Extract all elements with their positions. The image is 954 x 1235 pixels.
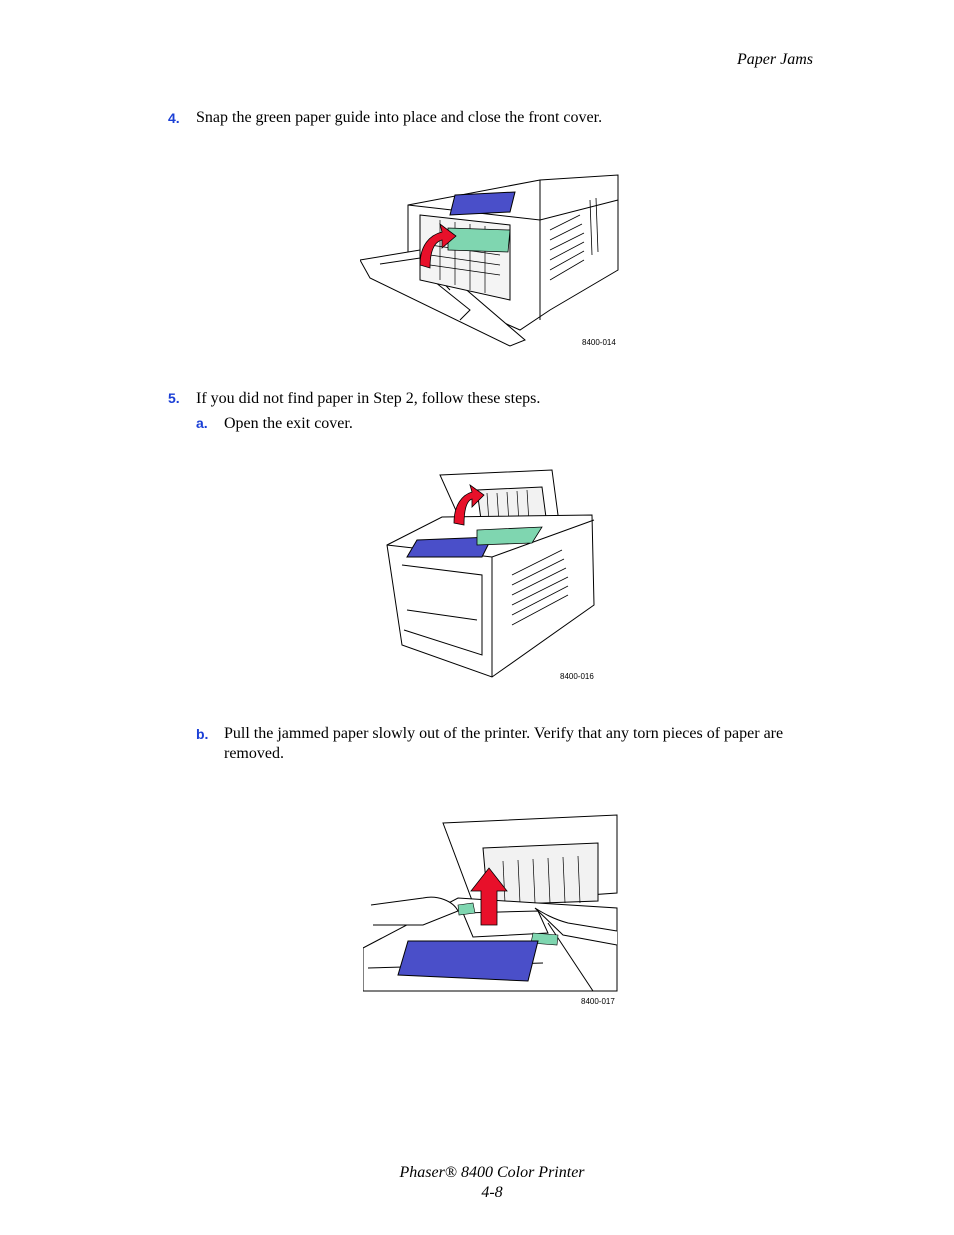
printer-exit-cover-illustration: [386, 469, 595, 678]
page-footer: Phaser® 8400 Color Printer 4-8: [0, 1163, 954, 1203]
step-text: If you did not find paper in Step 2, fol…: [196, 390, 541, 407]
figure-code: 8400-017: [581, 997, 615, 1006]
printer-pull-paper-illustration: [363, 814, 618, 992]
figure-close-front-cover: 8400-014: [360, 160, 622, 348]
running-header: Paper Jams: [737, 51, 813, 68]
printer-front-cover-illustration: [360, 174, 619, 347]
substep-letter: a.: [196, 415, 208, 431]
red-up-arrow-icon: [470, 867, 508, 926]
red-arrow-icon: [419, 223, 457, 269]
product-name: Phaser® 8400 Color Printer: [399, 1164, 585, 1181]
substep-text: Pull the jammed paper slowly out of the …: [224, 725, 784, 762]
red-arrow-icon: [453, 484, 485, 526]
figure-code: 8400-016: [560, 672, 594, 681]
figure-code: 8400-014: [582, 338, 616, 347]
step-text: Snap the green paper guide into place an…: [196, 109, 603, 126]
figure-open-exit-cover: 8400-016: [382, 465, 600, 683]
page-number: 4-8: [481, 1184, 503, 1201]
step-number: 4.: [168, 110, 180, 126]
figure-pull-jammed-paper: 8400-017: [363, 813, 619, 1006]
substep-text: Open the exit cover.: [224, 415, 353, 432]
substep-letter: b.: [196, 726, 209, 742]
step-number: 5.: [168, 390, 180, 406]
